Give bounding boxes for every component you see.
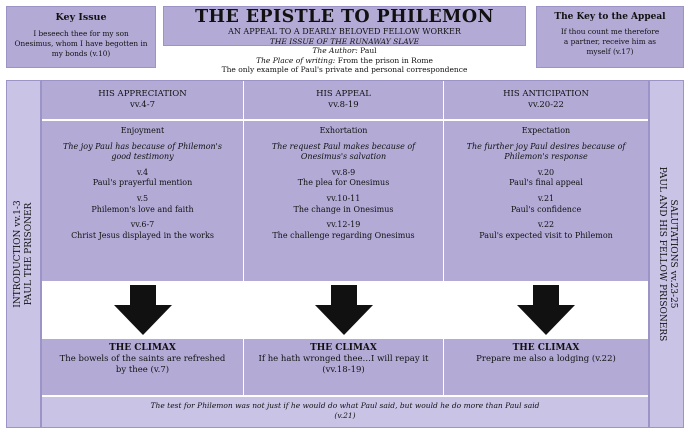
column-body-appreciation: Enjoyment The joy Paul has because of Ph… [42,121,244,281]
test-banner: The test for Philemon was not just if he… [42,397,648,427]
place-line: The Place of writing: From the prison in… [163,56,526,66]
item-text: Paul's confidence [510,204,582,214]
key-appeal-heading: The Key to the Appeal [554,12,666,22]
column-verses: vv.4-7 [130,100,155,110]
down-arrow-icon [517,285,575,335]
column-header-appeal: HIS APPEAL vv.8-19 [244,81,444,119]
climax-title: THE CLIMAX [310,343,377,353]
climax-box-3: THE CLIMAX Prepare me also a lodging (v.… [444,339,648,395]
title-box: THE EPISTLE TO PHILEMON AN APPEAL TO A D… [163,6,526,46]
key-appeal-text: If thou count me therefore a partner, re… [560,27,660,56]
item-ref: v.21 [537,193,555,203]
key-issue-text: I beseech thee for my son Onesimus, whom… [14,29,148,58]
item-ref: vv.8-9 [331,167,356,177]
page-issue: THE ISSUE OF THE RUNAWAY SLAVE [269,37,420,46]
test-line: The test for Philemon was not just if he… [150,401,540,410]
column-verses: vv.20-22 [528,100,564,110]
place-value: From the prison in Rome [337,55,433,65]
column-title: HIS ANTICIPATION [503,89,589,99]
introduction-line-1: INTRODUCTION vv.1-3 [12,200,23,308]
place-label: The Place of writing: [256,55,336,65]
item-text: Philemon's love and faith [91,204,194,214]
column-body-appeal: Exhortation The request Paul makes becau… [244,121,444,281]
key-appeal-box: The Key to the Appeal If thou count me t… [536,6,684,68]
item-ref: v.5 [136,193,149,203]
note-line: The only example of Paul's private and p… [221,65,468,75]
salutations-line-2: PAUL AND HIS FELLOW PRISONERS [656,166,667,342]
climax-box-1: THE CLIMAX The bowels of the saints are … [42,339,244,395]
item-text: The challenge regarding Onesimus [272,230,415,240]
column-description: The joy Paul has because of Philemon's g… [63,141,222,162]
introduction-strip: INTRODUCTION vv.1-3 PAUL THE PRISONER [6,80,41,428]
item-ref: vv.6-7 [130,220,155,230]
down-arrow-icon [315,285,373,335]
climax-text: If he hath wronged thee…I will repay it … [258,354,429,375]
item-text: Christ Jesus displayed in the works [71,230,214,240]
column-description: The further joy Paul desires because of … [466,141,626,162]
introduction-line-2: PAUL THE PRISONER [23,202,34,306]
climax-title: THE CLIMAX [109,343,176,353]
introduction-text: INTRODUCTION vv.1-3 PAUL THE PRISONER [13,200,35,307]
arrow-area-1 [42,281,244,337]
column-subhead: Exhortation [319,126,368,135]
key-issue-box: Key Issue I beseech thee for my son Ones… [6,6,156,68]
column-description: The request Paul makes because of Onesim… [271,141,416,162]
column-header-appreciation: HIS APPRECIATION vv.4-7 [42,81,244,119]
item-text: Paul's final appeal [509,178,583,188]
arrow-area-2 [244,281,444,337]
author-line: The Author: Paul [163,46,526,56]
arrow-area-3 [444,281,648,337]
item-ref: vv.10-11 [326,193,361,203]
climax-text: Prepare me also a lodging (v.22) [476,354,616,364]
item-ref: v.20 [537,167,555,177]
down-arrow-icon [114,285,172,335]
column-title: HIS APPRECIATION [98,89,187,99]
key-issue-heading: Key Issue [55,12,107,23]
column-verses: vv.8-19 [328,100,359,110]
item-ref: vv.12-19 [326,220,361,230]
test-ref: (v.21) [334,411,356,420]
climax-text: The bowels of the saints are refreshed b… [59,354,226,375]
page-subtitle: AN APPEAL TO A DEARLY BELOVED FELLOW WOR… [228,27,461,36]
column-subhead: Enjoyment [120,126,165,135]
info-block: The Author: Paul The Place of writing: F… [163,46,526,74]
climax-box-2: THE CLIMAX If he hath wronged thee…I wil… [244,339,444,395]
item-text: Paul's expected visit to Philemon [479,230,613,240]
column-title: HIS APPEAL [316,89,371,99]
salutations-line-1: SALUTATIONS vv.23-25 [667,199,678,309]
item-ref: v.22 [537,220,555,230]
column-header-anticipation: HIS ANTICIPATION vv.20-22 [444,81,648,119]
item-text: The plea for Onesimus [297,178,390,188]
author-value: Paul [360,46,377,55]
climax-title: THE CLIMAX [512,343,580,353]
column-body-anticipation: Expectation The further joy Paul desires… [444,121,648,281]
author-label: The Author: [312,46,358,55]
salutations-strip: SALUTATIONS vv.23-25 PAUL AND HIS FELLOW… [649,80,684,428]
salutations-text: SALUTATIONS vv.23-25 PAUL AND HIS FELLOW… [656,167,678,342]
item-text: Paul's prayerful mention [92,178,193,188]
item-text: The change in Onesimus [293,204,394,214]
item-ref: v.4 [136,167,149,177]
main-grid: HIS APPRECIATION vv.4-7 Enjoyment The jo… [41,80,649,428]
page-title: THE EPISTLE TO PHILEMON [195,7,494,27]
column-subhead: Expectation [521,126,571,135]
